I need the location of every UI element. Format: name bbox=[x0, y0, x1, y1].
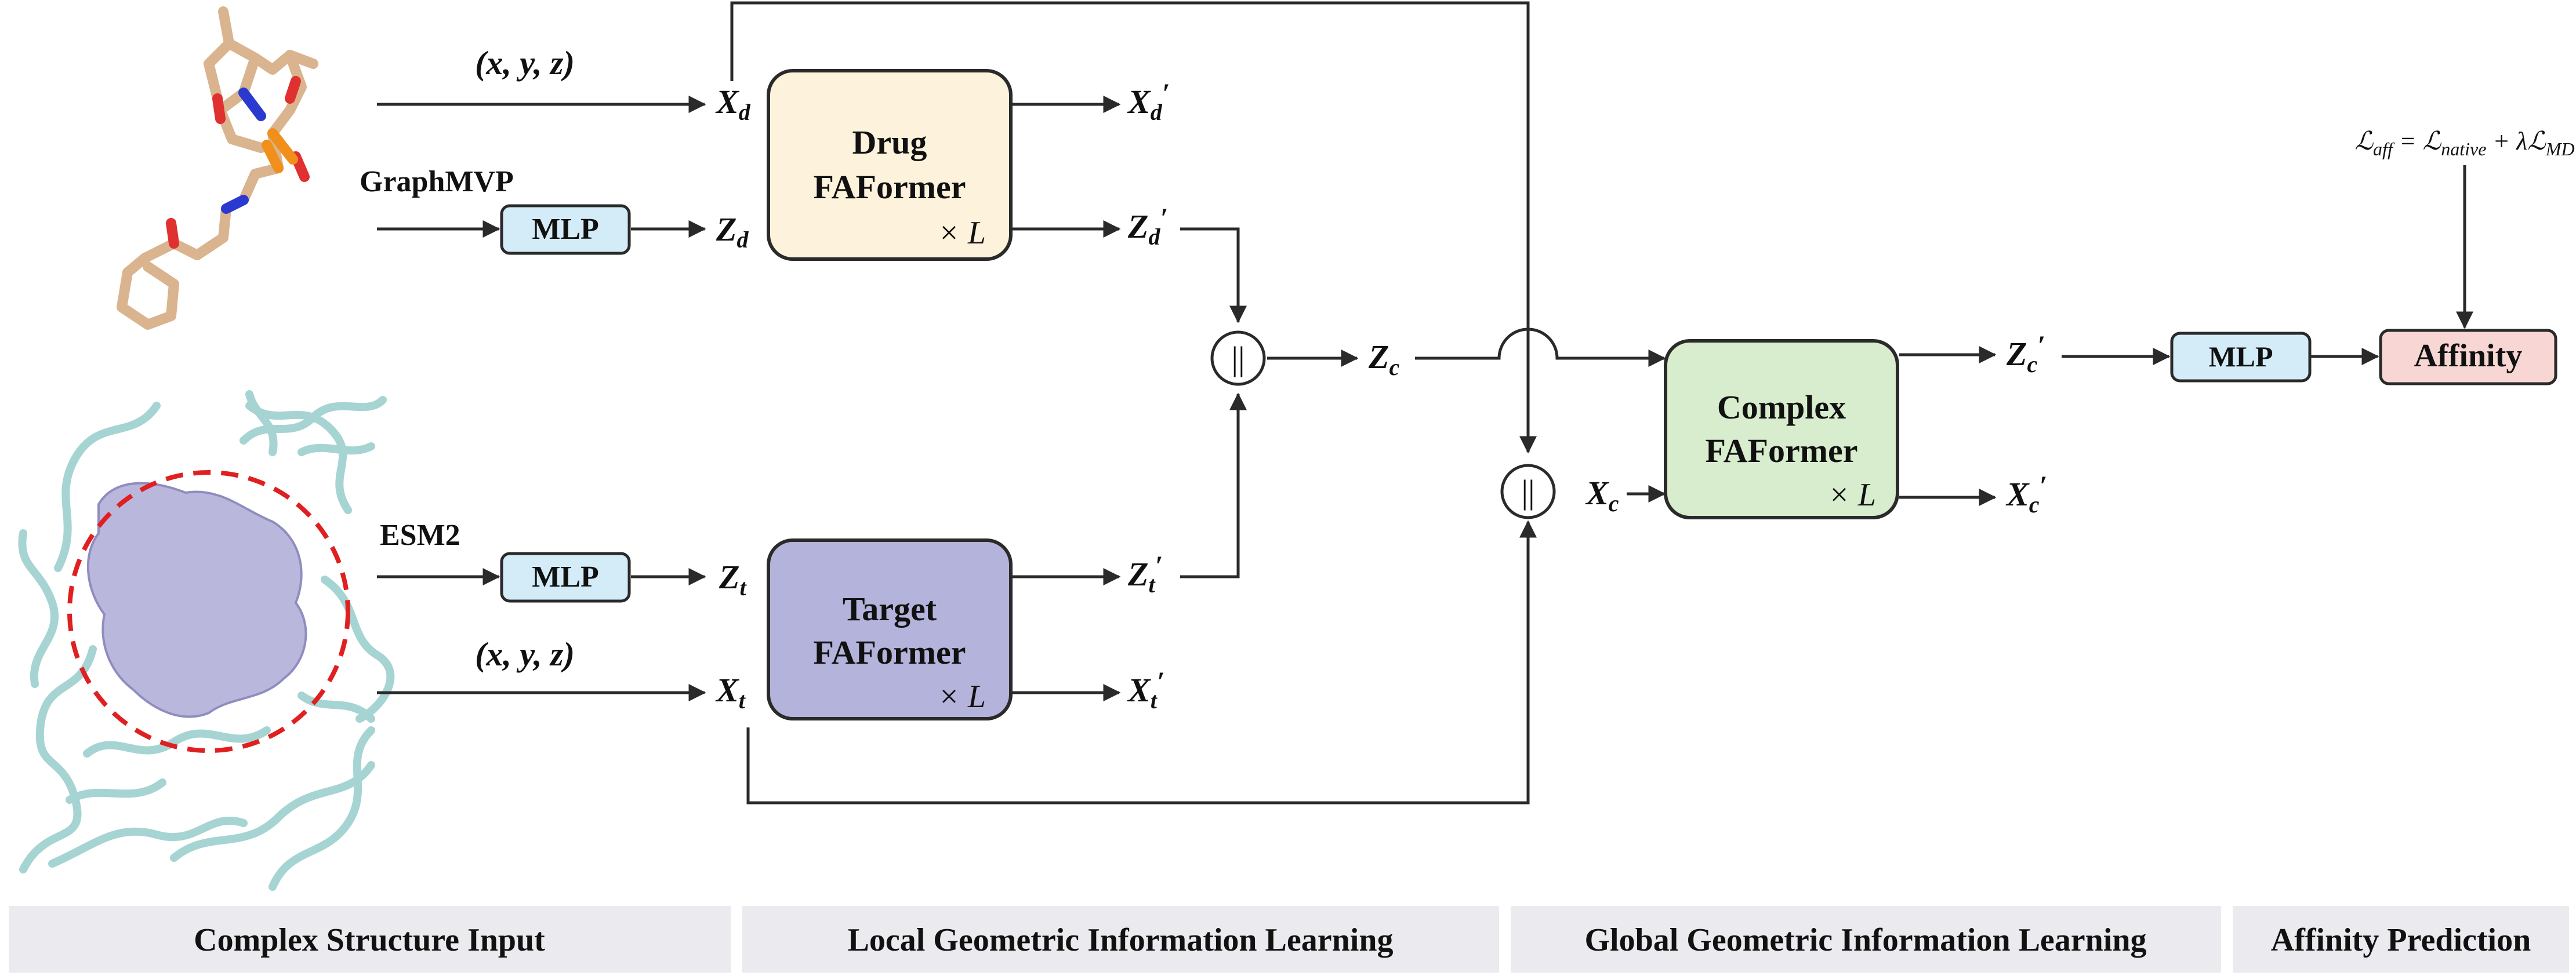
esm2-label: ESM2 bbox=[380, 519, 460, 552]
zc-label: Zc bbox=[1368, 338, 1399, 380]
target-coord-label: (x, y, z) bbox=[475, 635, 575, 673]
drug-mlp-label: MLP bbox=[532, 213, 599, 246]
target-block-title: Target bbox=[843, 590, 937, 628]
zc-out-label: Zc′ bbox=[2006, 330, 2045, 377]
section-global-label: Global Geometric Information Learning bbox=[1584, 922, 2146, 958]
complex-block-subtitle: FAFormer bbox=[1706, 432, 1858, 470]
xd-label: Xd bbox=[715, 83, 751, 125]
protein-structure-image bbox=[18, 390, 395, 891]
z-concat-node: || bbox=[1210, 330, 1266, 386]
complex-block-repeat: × L bbox=[1828, 477, 1876, 513]
loss-formula: ℒaff = ℒnative + λℒMD bbox=[2354, 127, 2574, 159]
x-concat-symbol: || bbox=[1521, 473, 1534, 511]
target-mlp-label: MLP bbox=[532, 561, 599, 594]
zt-label: Zt bbox=[719, 558, 747, 600]
drug-block-repeat: × L bbox=[938, 215, 986, 251]
xt-label: Xt bbox=[715, 671, 746, 714]
drug-block-title: Drug bbox=[852, 123, 927, 161]
zd-out-label: Zd′ bbox=[1127, 203, 1168, 250]
x-concat-node: || bbox=[1500, 464, 1556, 519]
affinity-label: Affinity bbox=[2414, 338, 2523, 374]
pocket-highlight-circle bbox=[67, 470, 350, 753]
drug-coord-label: (x, y, z) bbox=[475, 44, 575, 82]
drug-mlp-box: MLP bbox=[500, 204, 631, 255]
target-faformer-block: Target FAFormer × L bbox=[767, 538, 1013, 720]
complex-block-title: Complex bbox=[1717, 388, 1846, 426]
connector-lines bbox=[377, 1, 2473, 805]
graphmvp-label: GraphMVP bbox=[360, 165, 514, 198]
xc-label: Xc bbox=[1585, 474, 1619, 516]
xc-out-label: Xc′ bbox=[2005, 471, 2047, 518]
output-mlp-box: MLP bbox=[2170, 332, 2312, 383]
affinity-box: Affinity bbox=[2379, 329, 2557, 385]
section-local-label: Local Geometric Information Learning bbox=[848, 922, 1394, 958]
drug-faformer-block: Drug FAFormer × L bbox=[767, 69, 1013, 261]
target-mlp-box: MLP bbox=[500, 552, 631, 603]
xd-out-label: Xd′ bbox=[1127, 78, 1170, 125]
binding-pocket-surface bbox=[86, 482, 307, 718]
target-block-repeat: × L bbox=[938, 679, 986, 715]
complex-faformer-block: Complex FAFormer × L bbox=[1664, 339, 1899, 519]
drug-block-subtitle: FAFormer bbox=[814, 168, 966, 206]
output-mlp-label: MLP bbox=[2208, 340, 2273, 373]
zt-out-label: Zt′ bbox=[1127, 551, 1163, 598]
section-affinity-label: Affinity Prediction bbox=[2271, 922, 2531, 958]
section-bar: Complex Structure Input Local Geometric … bbox=[9, 906, 2569, 973]
zd-label: Zd bbox=[716, 210, 749, 253]
section-input-label: Complex Structure Input bbox=[194, 922, 545, 958]
z-concat-symbol: || bbox=[1231, 340, 1245, 377]
drug-molecule-image bbox=[117, 6, 318, 330]
xt-out-label: Xt′ bbox=[1127, 667, 1164, 714]
target-block-subtitle: FAFormer bbox=[814, 634, 966, 671]
